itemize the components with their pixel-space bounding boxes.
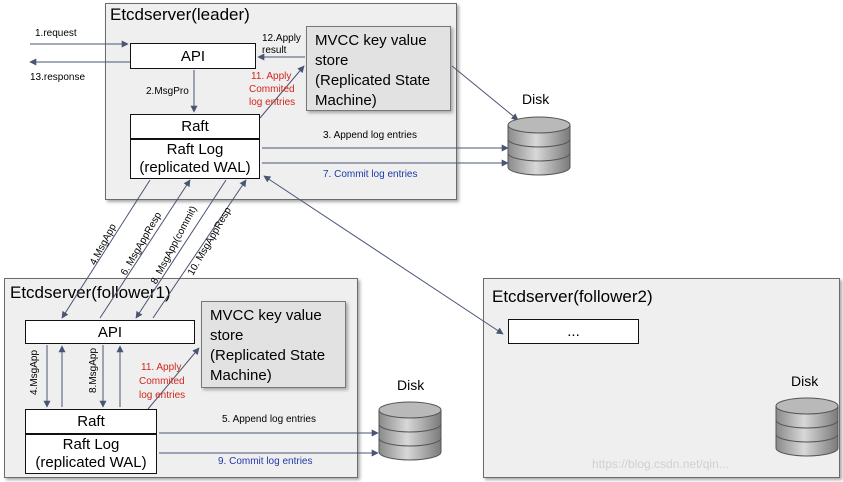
follower1-raft-log-box: Raft Log (replicated WAL): [25, 434, 157, 474]
f1-msgapp8-label: 8.MsgApp: [88, 347, 99, 393]
response-label: 13.response: [30, 72, 86, 83]
follower2-disk-label: Disk: [791, 373, 819, 389]
f1-apply-arrow: [147, 347, 200, 410]
leader-mvcc-box: MVCC key value store (Replicated State M…: [306, 26, 451, 111]
f1-apply-label-1: 11. Apply: [141, 362, 182, 373]
f1-apply-label-2: Commited: [139, 376, 185, 387]
follower1-raft-log-line1: Raft Log: [62, 436, 120, 453]
follower1-mvcc-line3: (Replicated State: [210, 347, 326, 364]
leader-follower2-arrow: [263, 175, 504, 335]
f1-apply-label-3: log entries: [139, 390, 186, 401]
leader-raft-log-box: Raft Log (replicated WAL): [130, 139, 260, 179]
follower1-raft-log-line2: (replicated WAL): [35, 454, 147, 471]
leader-title: Etcdserver(leader): [110, 5, 250, 24]
f1-msgapp4-label: 4.MsgApp: [29, 349, 40, 395]
leader-apply-label-3: log entries: [249, 97, 296, 108]
leader-mvcc-line3: (Replicated State: [315, 72, 431, 89]
follower1-mvcc-line4: Machine): [210, 367, 272, 384]
follower2-title: Etcdserver(follower2): [492, 287, 653, 306]
leader-apply-arrow: [259, 65, 305, 119]
request-label: 1.request: [35, 28, 77, 39]
f1-commit-label: 9. Commit log entries: [218, 456, 313, 467]
follower2-inner-box: ...: [508, 319, 639, 344]
leader-mvcc-line4: Machine): [315, 92, 377, 109]
leader-apply-label-1: 11. Apply: [251, 71, 292, 82]
leader-mvcc-line1: MVCC key value: [315, 32, 427, 49]
follower1-disk-icon: [378, 401, 442, 461]
f1-append-label: 5. Append log entries: [222, 414, 316, 425]
msgapp4-arrow: [61, 179, 151, 319]
msgappresp10-arrow: [152, 179, 247, 319]
watermark: https://blog.csdn.net/qin...: [592, 457, 729, 471]
leader-raft-box: Raft: [130, 114, 260, 139]
leader-disk-icon: [507, 116, 571, 176]
leader-apply-label-2: Commited: [249, 84, 295, 95]
leader-commit-label: 7. Commit log entries: [323, 169, 418, 180]
leader-disk-label: Disk: [522, 91, 550, 107]
follower1-title: Etcdserver(follower1): [10, 283, 171, 302]
msgappcommit8-arrow: [135, 179, 227, 319]
follower2-disk-icon: [775, 397, 839, 457]
leader-mvcc-line2: store: [315, 52, 349, 69]
apply-result-label-1: 12.Apply: [262, 33, 301, 44]
follower1-mvcc-line2: store: [210, 327, 244, 344]
msgpro-label: 2.MsgPro: [146, 86, 189, 97]
follower1-api-box: API: [25, 320, 195, 344]
msgappresp6-arrow: [99, 179, 191, 319]
leader-raft-log-line1: Raft Log: [166, 141, 224, 158]
leader-raft-log-line2: (replicated WAL): [139, 159, 251, 176]
apply-result-label-2: result: [262, 45, 287, 56]
leader-mvcc-disk-arrow: [451, 65, 519, 121]
follower1-disk-label: Disk: [397, 377, 425, 393]
leader-append-label: 3. Append log entries: [323, 130, 417, 141]
follower1-raft-box: Raft: [25, 409, 157, 434]
leader-api-box: API: [130, 43, 256, 69]
